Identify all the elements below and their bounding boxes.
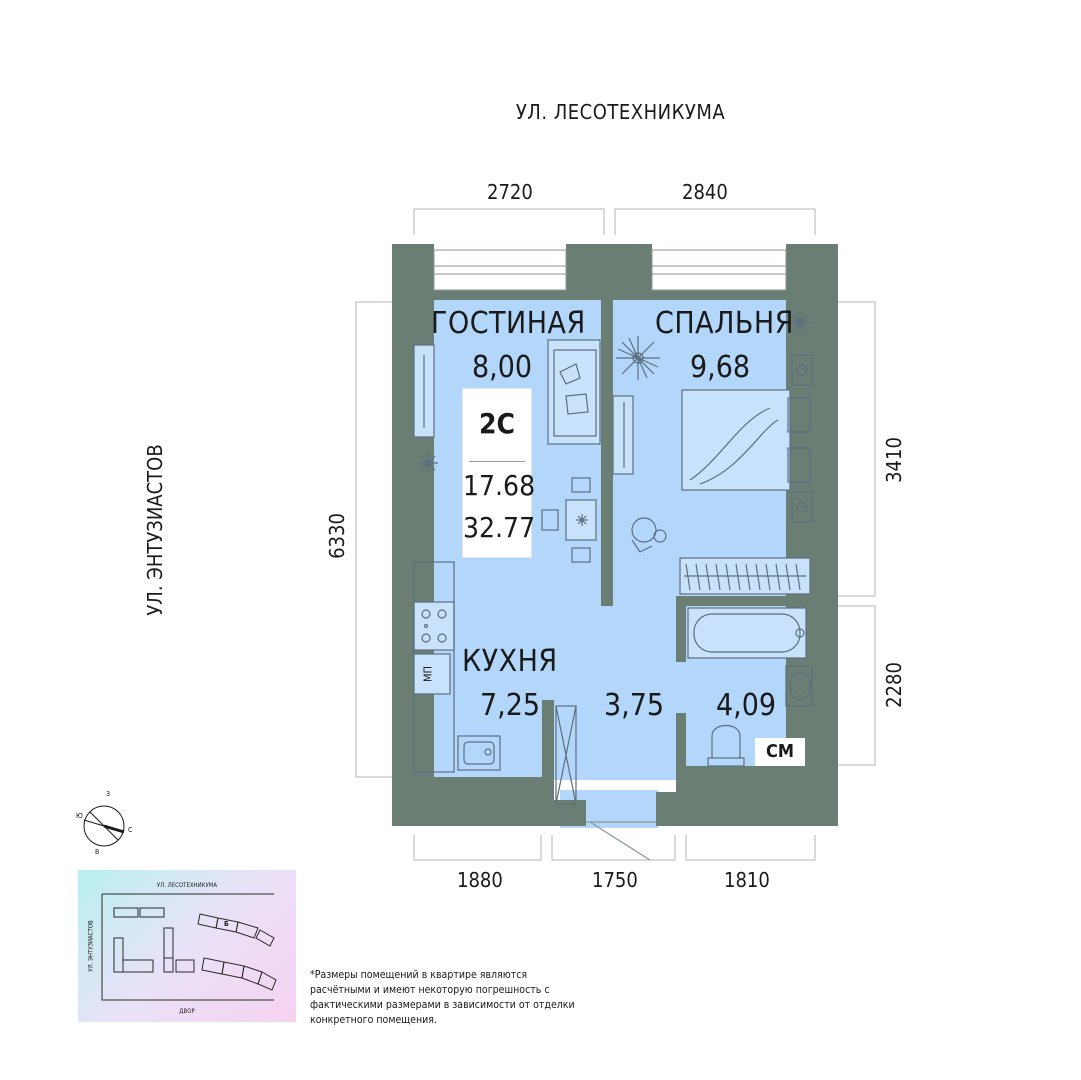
room-hall-area: 3,75: [604, 688, 665, 723]
street-left: УЛ. ЭНТУЗИАСТОВ: [143, 444, 167, 616]
microwave-label: МП: [421, 666, 435, 682]
street-top: УЛ. ЛЕСОТЕХНИКУМА: [515, 100, 726, 124]
plant-icon: [418, 453, 438, 473]
plant-icon: [790, 312, 810, 332]
windows: [433, 249, 787, 291]
dim-top-left: 2720: [487, 180, 533, 204]
apartment-total-area: 32.77: [463, 511, 536, 544]
compass-north: З: [106, 790, 111, 798]
dimension-lines: [355, 208, 876, 861]
plant-icon: [576, 514, 588, 526]
site-plan-map: [101, 893, 277, 1001]
dim-bottom-left: 1880: [457, 868, 503, 892]
room-bedroom-area: 9,68: [690, 350, 751, 385]
walls: [392, 244, 838, 826]
furniture: [413, 312, 813, 861]
room-kitchen-name: КУХНЯ: [462, 644, 558, 679]
room-bedroom-name: СПАЛЬНЯ: [655, 306, 794, 341]
compass-south: В: [95, 848, 100, 856]
room-living-name: ГОСТИНАЯ: [431, 306, 586, 341]
compass-west: Ю: [76, 812, 83, 820]
type-divider: [469, 461, 525, 462]
dim-bottom-right: 1810: [724, 868, 770, 892]
site-plan-street-top: УЛ. ЛЕСОТЕХНИКУМА: [156, 882, 218, 889]
footnote: *Размеры помещений в квартире являются р…: [310, 969, 575, 1026]
compass-east: С: [128, 826, 133, 834]
dim-bottom-mid: 1750: [592, 868, 638, 892]
site-plan-section: Б: [224, 920, 229, 928]
site-plan-yard: ДВОР: [179, 1008, 195, 1015]
room-living-area: 8,00: [472, 350, 533, 385]
washing-machine-label: СМ: [755, 738, 805, 766]
plant-icon: [616, 336, 660, 380]
apartment-type-card: 2С 17.68 32.77: [462, 388, 536, 558]
dim-top-right: 2840: [682, 180, 728, 204]
room-bath-area: 4,09: [716, 688, 777, 723]
room-kitchen-area: 7,25: [480, 688, 541, 723]
site-plan: УЛ. ЛЕСОТЕХНИКУМА УЛ. ЭНТУЗИАСТОВ ДВОР Б: [78, 870, 296, 1022]
compass: [83, 805, 125, 847]
apartment-living-area: 17.68: [463, 469, 536, 502]
apartment-type: 2С: [478, 407, 515, 440]
dim-left-total: 6330: [325, 513, 349, 559]
dim-right-lower: 2280: [882, 662, 906, 708]
dim-right-upper: 3410: [882, 437, 906, 483]
